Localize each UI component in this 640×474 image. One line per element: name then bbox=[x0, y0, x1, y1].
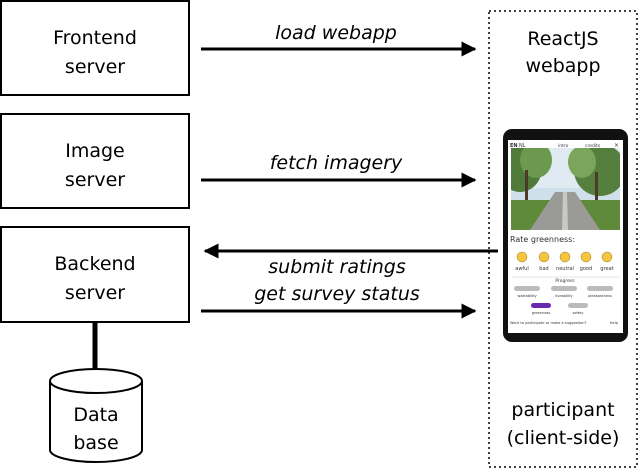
arrow-survey-status-label: get survey status bbox=[254, 283, 420, 305]
frontend-server-label-line1: Frontend bbox=[53, 27, 137, 49]
arrow-submit-ratings-label: submit ratings bbox=[268, 256, 406, 278]
rating-label-awful: awful bbox=[515, 266, 528, 272]
frontend-server-box: Frontend server bbox=[0, 0, 190, 96]
rating-label-good: good bbox=[580, 266, 592, 272]
phone-progress-label: Progress bbox=[555, 278, 575, 284]
rating-label-great: great bbox=[600, 266, 613, 272]
phone-help-link[interactable]: Help bbox=[610, 321, 619, 325]
rating-faces bbox=[516, 251, 613, 263]
phone-lang: EN bbox=[510, 143, 518, 149]
participant-caption-line1: participant bbox=[511, 399, 614, 421]
rating-label-bad: bad bbox=[539, 266, 548, 272]
arrow-load-webapp-label: load webapp bbox=[275, 22, 397, 44]
backend-server-box: Backend server bbox=[0, 226, 190, 323]
progress-label-greenness: greenness bbox=[532, 311, 551, 315]
progress-bar-pleasantness bbox=[587, 286, 613, 291]
arrow-fetch-imagery-label: fetch imagery bbox=[270, 152, 403, 174]
database-label-line1: Data bbox=[73, 404, 118, 426]
phone-close: × bbox=[614, 142, 619, 149]
webapp-title-line2: webapp bbox=[525, 55, 600, 77]
phone-rating-prompt: Rate greenness: bbox=[510, 235, 575, 244]
webapp-title-line1: ReactJS bbox=[527, 28, 598, 50]
frontend-server-label-line2: server bbox=[65, 56, 125, 78]
rating-label-neutral: neutral bbox=[556, 266, 574, 272]
progress-bar-liveability bbox=[551, 286, 577, 291]
progress-label-safety: safety bbox=[572, 311, 584, 315]
phone-lang-alt: NL bbox=[519, 143, 526, 149]
phone-mockup: EN NL intro credits × Rate greenness: bbox=[503, 129, 628, 342]
progress-bar-greenness bbox=[531, 303, 551, 308]
arrow-fetch-imagery: fetch imagery bbox=[201, 152, 477, 188]
rating-labels: awful bad neutral good great bbox=[515, 266, 613, 272]
progress-bar-walkability bbox=[514, 286, 540, 291]
progress-bar-safety bbox=[568, 303, 588, 308]
database-cylinder: Data base bbox=[49, 368, 143, 463]
phone-link-credits: credits bbox=[585, 143, 601, 149]
image-server-box: Image server bbox=[0, 113, 190, 209]
backend-server-label-line2: server bbox=[65, 282, 125, 304]
progress-label-pleasantness: pleasantness bbox=[588, 294, 612, 298]
face-neutral-icon[interactable] bbox=[559, 251, 571, 263]
arrow-submit-ratings: submit ratings bbox=[203, 243, 498, 278]
phone-footer-link[interactable]: Want to participate or make a suggestion… bbox=[510, 321, 587, 325]
face-good-icon[interactable] bbox=[580, 251, 592, 263]
progress-bars bbox=[514, 286, 613, 308]
client-container: ReactJS webapp participant (client-side) bbox=[488, 10, 638, 468]
backend-server-label-line1: Backend bbox=[54, 253, 135, 275]
arrow-survey-status: get survey status bbox=[201, 283, 477, 319]
face-awful-icon[interactable] bbox=[516, 251, 528, 263]
participant-caption-line2: (client-side) bbox=[507, 427, 620, 449]
progress-labels: walkability liveability pleasantness gre… bbox=[517, 294, 612, 315]
progress-label-liveability: liveability bbox=[555, 294, 573, 298]
database-label-line2: base bbox=[73, 432, 118, 454]
arrow-load-webapp: load webapp bbox=[201, 22, 477, 57]
phone-link-intro: intro bbox=[558, 143, 569, 149]
image-server-label-line1: Image bbox=[65, 140, 125, 162]
face-bad-icon[interactable] bbox=[538, 251, 550, 263]
face-great-icon[interactable] bbox=[601, 251, 613, 263]
progress-label-walkability: walkability bbox=[517, 294, 537, 298]
street-photo bbox=[511, 148, 620, 230]
image-server-label-line2: server bbox=[65, 169, 125, 191]
